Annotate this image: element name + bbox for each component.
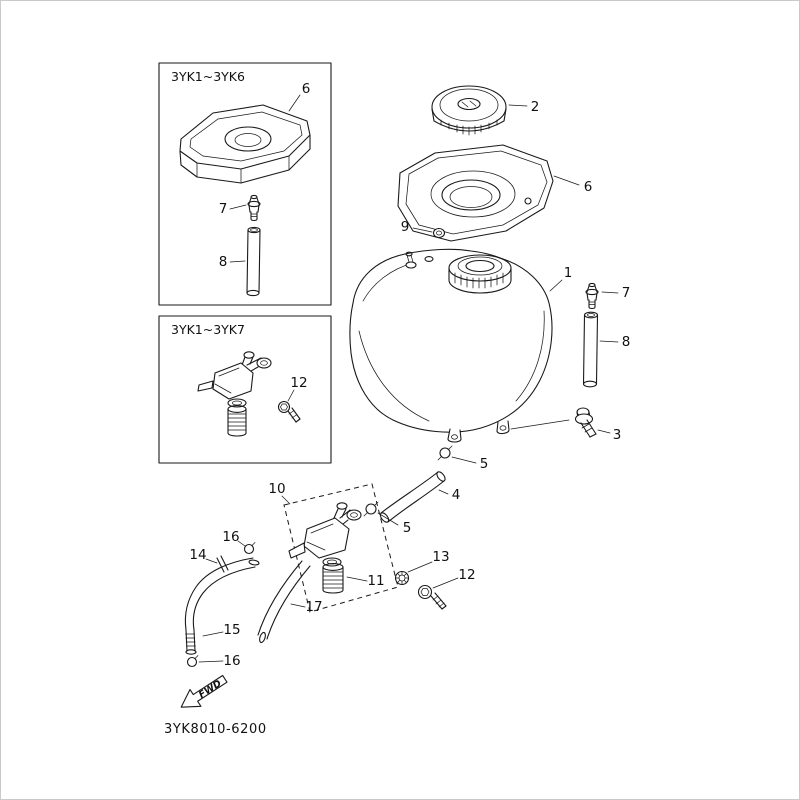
fuel-cap: 2: [431, 85, 540, 136]
small-clip-top: 16: [222, 529, 256, 555]
callout-12-inset: 12: [290, 375, 307, 391]
callout-4: 4: [452, 487, 461, 503]
callout-16-bottom: 16: [223, 653, 240, 669]
inset-box-top-title: 3YK1~3YK6: [171, 69, 245, 84]
grommet: 9: [401, 219, 446, 239]
callout-17: 17: [305, 599, 322, 615]
callout-7-main: 7: [622, 285, 631, 301]
tube-inset: 8: [219, 226, 261, 297]
callout-11: 11: [367, 573, 384, 589]
callout-10: 10: [268, 481, 285, 497]
callout-2: 2: [531, 99, 540, 115]
callout-8-main: 8: [622, 334, 631, 350]
callout-5-upper: 5: [480, 456, 489, 472]
inset-box-bottom: 3YK1~3YK7: [158, 315, 332, 464]
tray-main: 6: [397, 144, 593, 242]
callout-12-main: 12: [458, 567, 475, 583]
screw-inset: 12: [277, 375, 308, 423]
callout-1: 1: [564, 265, 573, 281]
callout-9: 9: [401, 219, 410, 235]
lock-washer: 13: [394, 549, 450, 586]
inset-box-top-border: [158, 62, 332, 306]
fuel-hose-upper: 4: [379, 471, 461, 523]
fwd-arrow: FWD: [180, 674, 228, 708]
callout-7-inset: 7: [219, 201, 228, 217]
fuel-cock-inset: [197, 351, 272, 437]
callout-15: 15: [223, 622, 240, 638]
inset-box-bottom-title: 3YK1~3YK7: [171, 322, 245, 337]
callout-6-inset: 6: [302, 81, 311, 97]
inset-box-top: 3YK1~3YK6 6 7: [158, 62, 332, 306]
fuel-tank: 1: [349, 248, 573, 443]
fwd-arrow-label: FWD: [197, 678, 224, 701]
mount-screw: 12: [417, 567, 476, 610]
tray-inset: 6: [179, 81, 311, 184]
callout-13: 13: [432, 549, 449, 565]
tank-bolt: 3: [574, 407, 622, 443]
fuel-hose-right: 17: [257, 560, 323, 644]
valve-inset: 7: [219, 194, 261, 222]
tube-main: 8: [582, 311, 631, 388]
fuel-cock-main: 11: [288, 502, 385, 594]
callout-8-inset: 8: [219, 254, 228, 270]
callout-3: 3: [613, 427, 622, 443]
hose-clip-upper: 5: [437, 445, 489, 472]
small-clip-bottom: 16: [186, 653, 241, 669]
hose-clip-lower: 5: [363, 501, 412, 536]
part-code: 3YK8010-6200: [164, 722, 267, 737]
fuel-hose-left: 14 15: [184, 547, 260, 655]
filter-cup: 11: [322, 563, 385, 594]
valve-main: 7: [585, 282, 631, 310]
callout-16-top: 16: [222, 529, 239, 545]
callout-14: 14: [189, 547, 206, 563]
inset-box-bottom-border: [158, 315, 332, 464]
callout-6-main: 6: [584, 179, 593, 195]
hose-clamp: 14: [189, 547, 229, 573]
callout-5-lower: 5: [403, 520, 412, 536]
